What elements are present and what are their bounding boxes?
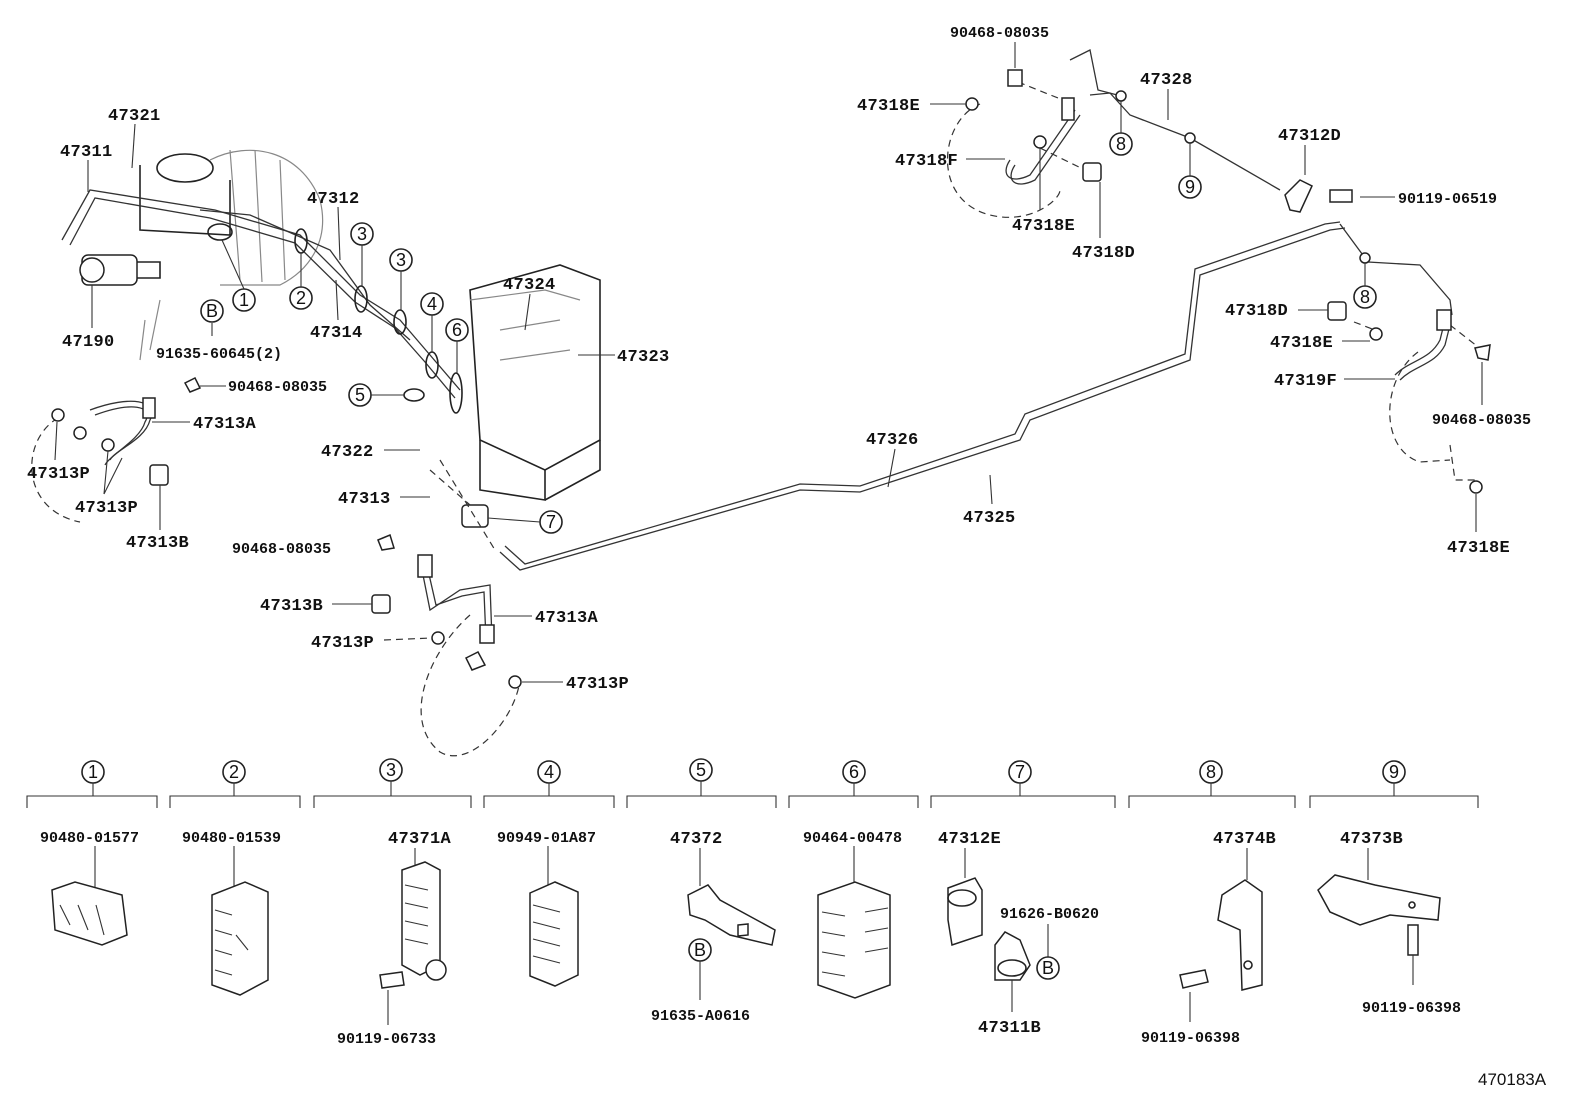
legend-group-8: 8 47374B 90119-06398 <box>1128 760 1296 1047</box>
legend-index-2: 2 <box>229 762 239 782</box>
callout-90468-08035-b: 90468-08035 <box>232 541 331 558</box>
callout-90468-08035-c: 90468-08035 <box>950 25 1049 42</box>
marker-b: B <box>206 301 218 321</box>
callout-47318E-d: 47318E <box>1447 539 1510 558</box>
callout-47313P-b: 47313P <box>75 499 138 518</box>
callout-47318D-a: 47318D <box>1072 244 1135 263</box>
abs-actuator <box>469 264 601 501</box>
legend-part-47372: 47372 <box>670 830 723 849</box>
callout-47190: 47190 <box>62 333 115 352</box>
callout-47313: 47313 <box>338 490 391 509</box>
callout-47319F: 47319F <box>1274 372 1337 391</box>
legend-group-5: 5 47372 B 91635-A0616 <box>626 758 777 1025</box>
callout-47313B-b: 47313B <box>260 597 323 616</box>
legend-part-90480-01539: 90480-01539 <box>182 830 281 847</box>
diagram-code: 470183A <box>1478 1070 1547 1089</box>
callout-91635-60645: 91635-60645(2) <box>156 346 282 363</box>
legend-index-8: 8 <box>1206 762 1216 782</box>
callout-47321: 47321 <box>108 107 161 126</box>
legend-part-91635-A0616: 91635-A0616 <box>651 1008 750 1025</box>
legend-marker-5: B <box>694 940 706 960</box>
callout-47325: 47325 <box>963 509 1016 528</box>
callout-47318D-b: 47318D <box>1225 302 1288 321</box>
marker-1: 1 <box>239 290 249 310</box>
legend: 1 90480-01577 2 90480-01539 3 47371A <box>26 758 1479 1048</box>
legend-part-90119-06398-a: 90119-06398 <box>1141 1030 1240 1047</box>
callout-47313P-a: 47313P <box>27 465 90 484</box>
master-cylinder-assembly <box>61 149 461 399</box>
rear-left-hose <box>946 69 1102 218</box>
legend-group-1: 1 90480-01577 <box>26 760 158 946</box>
callout-47314: 47314 <box>310 324 363 343</box>
front-right-hose <box>371 459 522 757</box>
legend-index-5: 5 <box>696 760 706 780</box>
legend-part-90464-00478: 90464-00478 <box>803 830 902 847</box>
callout-47312D: 47312D <box>1278 127 1341 146</box>
front-left-hose <box>31 376 202 523</box>
rear-brake-lines <box>499 49 1453 571</box>
legend-part-91626-B0620: 91626-B0620 <box>1000 906 1099 923</box>
callout-47323: 47323 <box>617 348 670 367</box>
marker-9: 9 <box>1185 177 1195 197</box>
callouts: 47321 47311 47312 47190 47314 91635-6064… <box>27 25 1531 694</box>
legend-group-6: 6 90464-00478 <box>788 760 919 999</box>
legend-index-6: 6 <box>849 762 859 782</box>
callout-47313A-b: 47313A <box>535 609 599 628</box>
index-markers: 1 2 3 3 4 6 5 7 B 8 9 8 <box>200 90 1377 534</box>
legend-part-47373B: 47373B <box>1340 830 1403 849</box>
callout-47313B-a: 47313B <box>126 534 189 553</box>
marker-6: 6 <box>452 320 462 340</box>
callout-47312: 47312 <box>307 190 360 209</box>
callout-90468-08035-a: 90468-08035 <box>228 379 327 396</box>
callout-90119-06519: 90119-06519 <box>1398 191 1497 208</box>
legend-part-90480-01577: 90480-01577 <box>40 830 139 847</box>
legend-part-47371A: 47371A <box>388 830 452 849</box>
marker-5: 5 <box>355 385 365 405</box>
callout-47322: 47322 <box>321 443 374 462</box>
legend-index-7: 7 <box>1015 762 1025 782</box>
rear-right-hose <box>1327 301 1491 494</box>
marker-2: 2 <box>296 288 306 308</box>
legend-part-90119-06398-b: 90119-06398 <box>1362 1000 1461 1017</box>
callout-47313P-c: 47313P <box>311 634 374 653</box>
marker-8b: 8 <box>1360 287 1370 307</box>
legend-group-4: 4 90949-01A87 <box>483 760 615 987</box>
callout-47318E-b: 47318E <box>1012 217 1075 236</box>
callout-47313A-a: 47313A <box>193 415 257 434</box>
marker-7: 7 <box>546 512 556 532</box>
legend-index-9: 9 <box>1389 762 1399 782</box>
legend-group-3: 3 47371A 90119-06733 <box>313 758 472 1048</box>
marker-3a: 3 <box>357 224 367 244</box>
callout-47318E-c: 47318E <box>1270 334 1333 353</box>
legend-part-47312E: 47312E <box>938 830 1001 849</box>
callout-47311: 47311 <box>60 143 113 162</box>
callout-90468-08035-d: 90468-08035 <box>1432 412 1531 429</box>
legend-group-2: 2 90480-01539 <box>169 760 301 996</box>
callout-47326: 47326 <box>866 431 919 450</box>
marker-8a: 8 <box>1116 134 1126 154</box>
marker-3b: 3 <box>396 250 406 270</box>
callout-47328: 47328 <box>1140 71 1193 90</box>
legend-part-90949-01A87: 90949-01A87 <box>497 830 596 847</box>
legend-part-47311B: 47311B <box>978 1019 1041 1038</box>
legend-part-90119-06733: 90119-06733 <box>337 1031 436 1048</box>
callout-47318E-a: 47318E <box>857 97 920 116</box>
legend-group-9: 9 47373B 90119-06398 <box>1309 760 1479 1017</box>
legend-group-7: 7 47312E 91626-B0620 B 47311B <box>930 760 1116 1038</box>
legend-marker-7: B <box>1042 958 1054 978</box>
marker-4: 4 <box>427 294 437 314</box>
legend-index-1: 1 <box>88 762 98 782</box>
legend-part-47374B: 47374B <box>1213 830 1276 849</box>
callout-47313P-d: 47313P <box>566 675 629 694</box>
legend-index-3: 3 <box>386 760 396 780</box>
callout-47324: 47324 <box>503 276 556 295</box>
legend-index-4: 4 <box>544 762 554 782</box>
callout-47318F: 47318F <box>895 152 958 171</box>
